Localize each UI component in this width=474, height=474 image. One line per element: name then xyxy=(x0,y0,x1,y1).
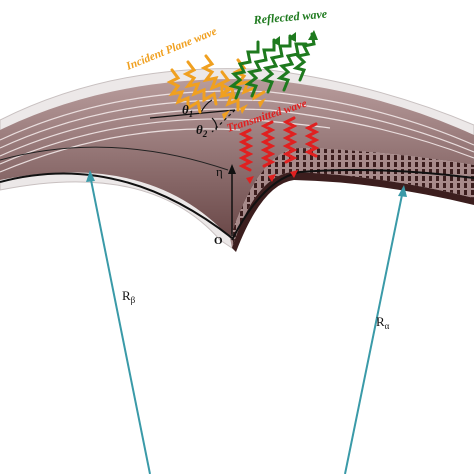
reflected-waves xyxy=(228,32,316,100)
incident-wave-2 xyxy=(182,60,218,106)
transmitted-wave-2 xyxy=(260,120,276,168)
incident-wave-1 xyxy=(166,68,202,114)
origin-label: O xyxy=(214,235,223,247)
radius-alpha-line xyxy=(344,189,404,474)
mid-surface-line-right xyxy=(231,169,474,241)
eta-label: η xyxy=(216,164,223,179)
radius-lines xyxy=(86,170,407,474)
transmitted-arrowheads xyxy=(246,170,298,184)
transmitted-waves xyxy=(238,116,320,172)
lamina-stripes xyxy=(0,90,474,173)
radius-beta-line xyxy=(89,174,151,474)
theta2-label: θ2 xyxy=(196,122,208,139)
incident-wave-label: Incident Plane wave xyxy=(124,26,219,74)
upper-surface-line-left xyxy=(0,146,229,171)
reflected-wave-3 xyxy=(260,34,292,94)
curved-shell xyxy=(0,68,474,252)
r-beta-label: Rβ xyxy=(122,288,136,305)
reflected-wave-label: Reflected wave xyxy=(252,7,328,28)
reflected-wave-4 xyxy=(276,42,308,92)
transmitted-wave-1 xyxy=(238,128,254,172)
angle-lines xyxy=(149,99,236,133)
reflected-wave-2 xyxy=(244,38,276,98)
transmitted-wave-3 xyxy=(282,116,298,164)
r-alpha-label: Rα xyxy=(376,314,390,331)
incident-wave-4 xyxy=(216,70,240,112)
reflected-wave-5 xyxy=(292,32,316,82)
reflected-arrowheads xyxy=(272,30,318,46)
mid-surface-line-left xyxy=(0,172,233,239)
radius-alpha-arrowhead xyxy=(398,185,407,197)
theta1-label: θ1 xyxy=(182,102,193,119)
incident-arrowheads xyxy=(222,98,266,120)
shell-front-face xyxy=(232,172,474,252)
radius-beta-arrowhead xyxy=(86,170,95,182)
eta-axis xyxy=(228,164,236,236)
reflected-wave-1 xyxy=(228,40,260,100)
transmitted-wave-4 xyxy=(304,122,320,158)
